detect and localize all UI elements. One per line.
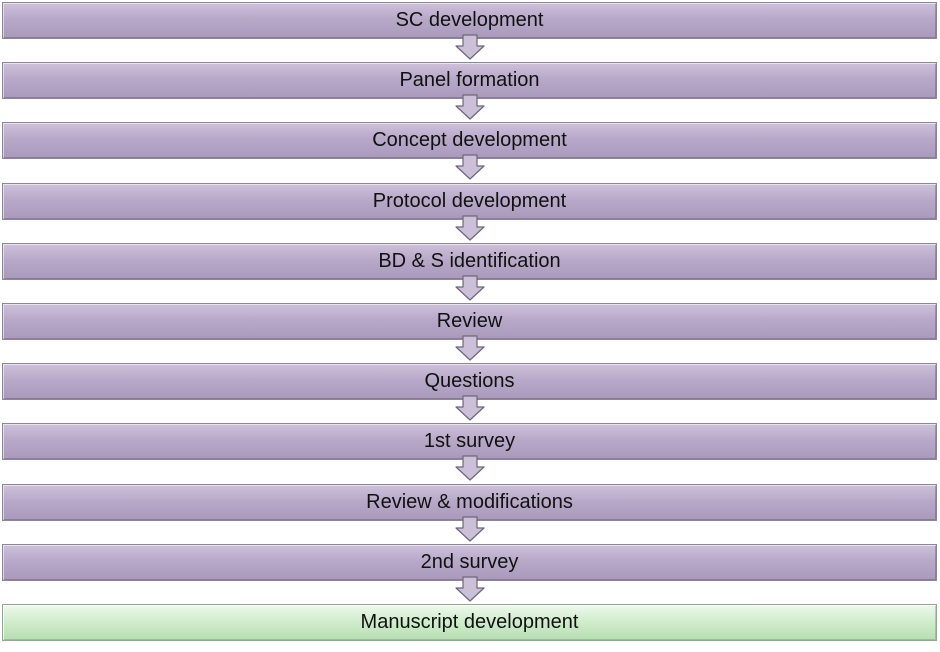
down-arrow-icon [455,576,485,602]
step-box-1: SC development [2,2,937,39]
step-box-3: Concept development [2,122,937,159]
down-arrow-icon [455,455,485,481]
down-arrow-icon [455,154,485,180]
step-label: Protocol development [372,190,567,212]
step-label: Review [436,310,503,332]
step-box-6: Review [2,303,937,340]
step-label: BD & S identification [378,250,561,272]
step-box-5: BD & S identification [2,243,937,280]
step-label: Panel formation [399,69,540,91]
down-arrow-icon [455,275,485,301]
down-arrow-icon [455,335,485,361]
step-box-10: 2nd survey [2,544,937,581]
step-label: Manuscript development [360,611,579,633]
down-arrow-icon [455,516,485,542]
down-arrow-icon [455,34,485,60]
down-arrow-icon [455,395,485,421]
step-box-11: Manuscript development [2,604,937,641]
step-label: SC development [395,9,544,31]
step-label: Questions [424,370,515,392]
step-box-9: Review & modifications [2,484,937,521]
step-label: Review & modifications [366,491,573,513]
step-box-7: Questions [2,363,937,400]
down-arrow-icon [455,215,485,241]
down-arrow-icon [455,94,485,120]
step-label: Concept development [372,129,567,151]
step-label: 2nd survey [420,551,519,573]
step-label: 1st survey [423,430,516,452]
